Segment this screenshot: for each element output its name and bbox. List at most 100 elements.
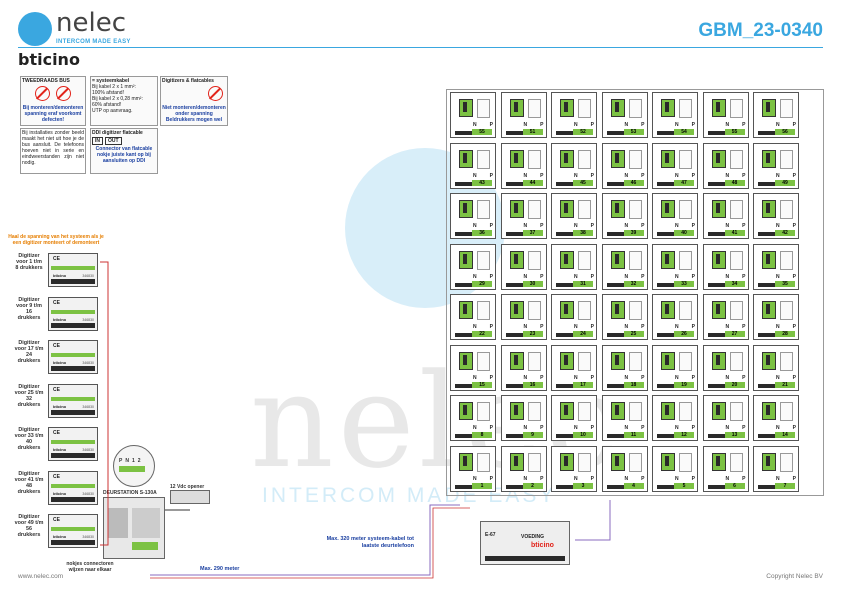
np-label: N xyxy=(776,475,780,482)
np-label: N xyxy=(776,273,780,280)
np-label: N xyxy=(473,172,477,179)
phone-connector xyxy=(758,484,778,489)
np-label: P xyxy=(540,475,544,482)
apartment-number: 17 xyxy=(573,381,593,388)
distance-door-psu: Max. 290 meter xyxy=(200,566,240,572)
apartment-number: 12 xyxy=(674,432,694,438)
phone-pcb xyxy=(610,351,625,370)
np-label: N xyxy=(675,374,679,381)
phone-pcb xyxy=(560,402,574,420)
phone-handset xyxy=(578,99,591,118)
np-label: N xyxy=(776,172,780,179)
digitizer-terminal xyxy=(51,483,95,488)
np-label: P xyxy=(590,122,594,128)
apartment-number: 31 xyxy=(573,280,593,287)
ce-mark: CE xyxy=(53,386,60,393)
phone-handset xyxy=(578,452,591,472)
apartment-number: 47 xyxy=(674,179,694,186)
phone-connector xyxy=(455,383,475,388)
digitizer-part: 346830 xyxy=(82,361,94,365)
phone-connector xyxy=(455,333,475,337)
np-label: P xyxy=(540,425,544,431)
phone-handset xyxy=(628,402,642,421)
phone-connector xyxy=(707,383,728,388)
digitizer-brand: bticino xyxy=(53,534,67,539)
np-label: P xyxy=(590,374,594,381)
phone-pcb xyxy=(661,149,675,168)
phone-pcb xyxy=(459,149,473,168)
phone-connector xyxy=(758,232,778,236)
apartment-number: 18 xyxy=(623,381,644,388)
np-label: N xyxy=(624,374,629,381)
ce-mark: CE xyxy=(53,473,60,480)
np-label: P xyxy=(742,273,746,280)
phone-connector xyxy=(657,131,677,135)
phone-connector xyxy=(606,484,627,489)
phone-connector xyxy=(657,333,677,337)
np-label: N xyxy=(574,122,578,128)
phone-pcb xyxy=(560,200,574,218)
np-label: N xyxy=(725,324,730,330)
phone-pcb xyxy=(509,452,524,471)
np-label: N xyxy=(624,172,629,179)
np-label: N xyxy=(523,223,528,229)
phone-handset xyxy=(679,301,692,320)
bus-title: TWEEDRAADS BUS xyxy=(22,78,70,84)
np-label: P xyxy=(540,223,544,229)
phone-handset xyxy=(477,149,490,169)
connector-note: nokjes connectoren wijzen naar elkaar xyxy=(66,561,114,573)
phone-pcb xyxy=(762,351,776,370)
digitizer-terminal xyxy=(51,266,95,270)
np-label: N xyxy=(574,425,578,431)
np-label: P xyxy=(792,122,796,128)
apartment-number: 21 xyxy=(775,381,795,388)
phone-pcb xyxy=(610,200,625,218)
apartment-number: 30 xyxy=(522,280,543,287)
np-label: P xyxy=(742,374,746,381)
phone-connector xyxy=(505,383,526,388)
footer-website: www.nelec.com xyxy=(18,573,64,580)
phone-connector xyxy=(657,232,677,236)
np-label: P xyxy=(641,475,645,482)
digitizer-terminal xyxy=(51,309,95,314)
np-label: P xyxy=(641,223,645,229)
phone-pcb xyxy=(509,149,524,168)
np-label: P xyxy=(641,324,645,330)
digitizer-terminal xyxy=(51,353,95,357)
install-text: Bij installaties zonder beeld maakt het … xyxy=(22,130,84,166)
apartment-number: 42 xyxy=(775,230,795,236)
np-label: N xyxy=(473,374,477,381)
np-label: P xyxy=(489,223,493,229)
apartment-number: 6 xyxy=(724,482,745,489)
phone-handset xyxy=(578,402,591,421)
digitizer-label: Digitizer voor 25 t/m 32 drukkers xyxy=(14,383,44,408)
phone-connector xyxy=(455,282,475,287)
apartment-number: 13 xyxy=(724,432,745,438)
ddi-in-label: IN xyxy=(92,137,103,145)
phone-handset xyxy=(679,149,692,169)
phone-connector xyxy=(505,282,526,287)
phone-pcb xyxy=(560,250,574,269)
phone-pcb xyxy=(509,351,524,370)
digitizer-brand: bticino xyxy=(53,273,67,278)
phone-handset xyxy=(729,452,743,472)
